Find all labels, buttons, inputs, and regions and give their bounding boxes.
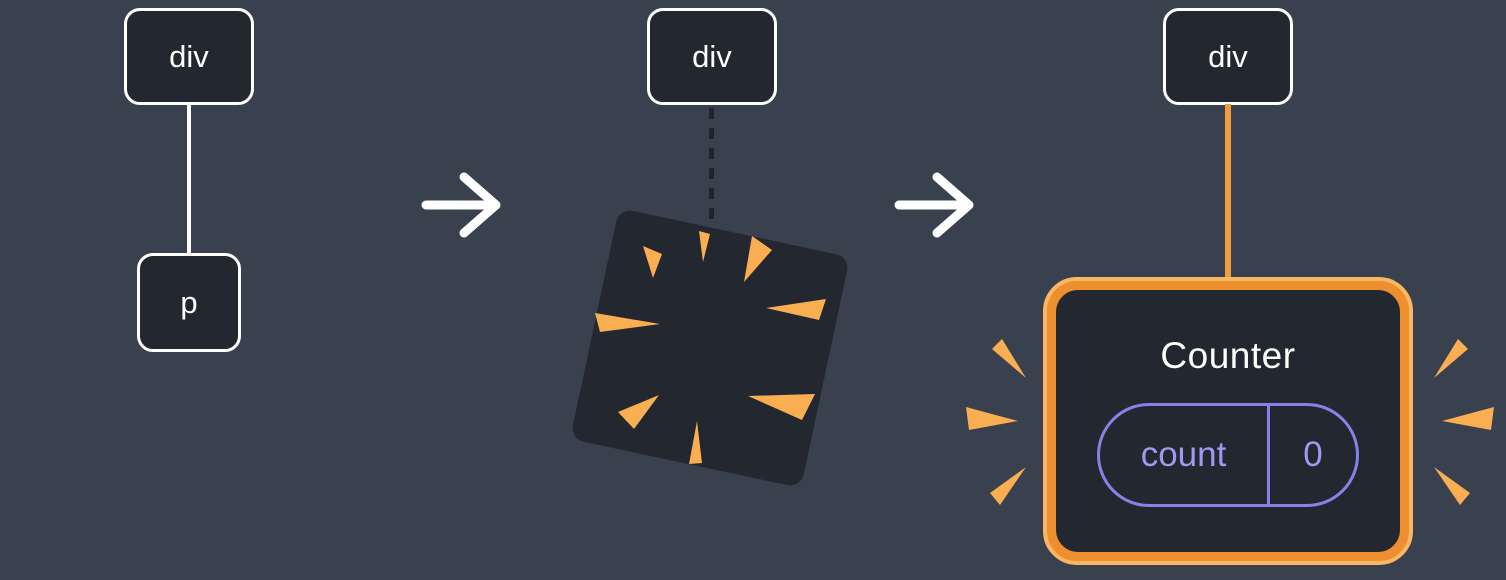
state-badge: count 0	[1097, 403, 1359, 507]
state-value: 0	[1303, 435, 1323, 474]
counter-component-card: Counter count 0	[1043, 277, 1413, 565]
counter-title: Counter	[1160, 335, 1296, 376]
tree-edge-orange	[1225, 104, 1231, 279]
explosion-spikes	[595, 231, 826, 464]
tree-edge-solid	[187, 104, 191, 254]
arrow-right-icon	[894, 172, 974, 238]
dom-node-div-before: div	[124, 8, 254, 105]
state-divider	[1267, 406, 1270, 504]
tree-edge-dashed	[709, 108, 714, 228]
arrow-right-icon	[421, 172, 501, 238]
counter-component-body: Counter count 0	[1056, 290, 1400, 552]
dom-node-div-after: div	[1163, 8, 1293, 105]
state-key-label: count	[1140, 435, 1227, 474]
dom-node-p: p	[137, 253, 241, 352]
node-label: div	[169, 38, 209, 74]
explosion-icon	[572, 210, 848, 486]
node-label: div	[692, 38, 732, 74]
node-label: div	[1208, 38, 1248, 74]
sparkle-icon-left	[966, 339, 1026, 505]
node-label: p	[180, 284, 198, 320]
dom-node-div-clearing: div	[647, 8, 777, 105]
sparkle-icon-right	[1434, 339, 1494, 505]
